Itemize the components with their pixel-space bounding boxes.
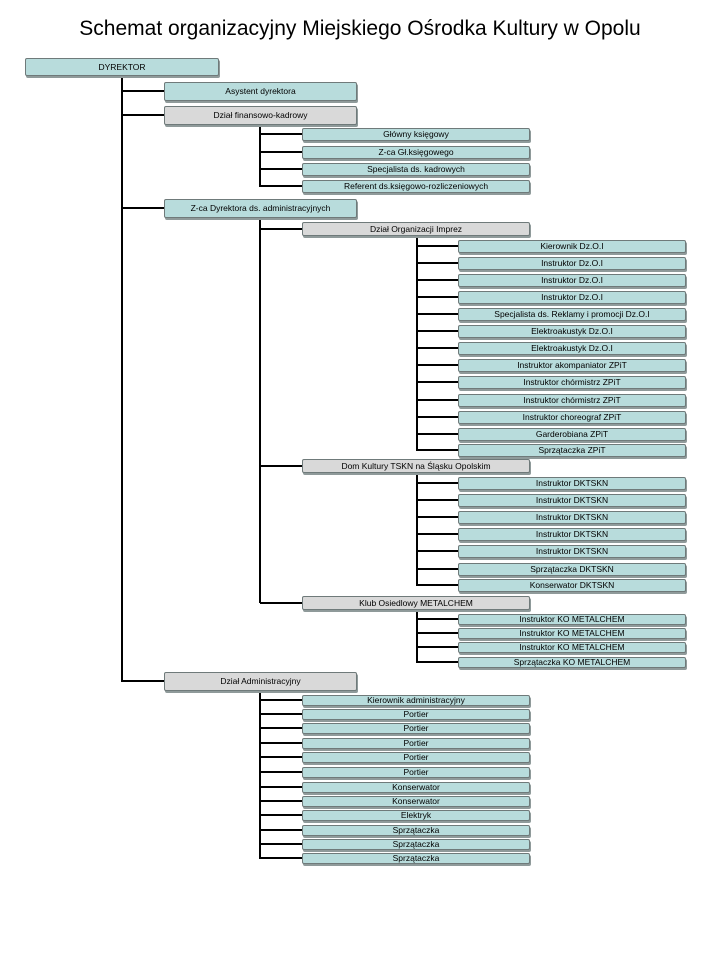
- node-zca-dyr-label: Z-ca Dyrektora ds. administracyjnych: [190, 203, 331, 213]
- node-dzial-fin-label: Dział finansowo-kadrowy: [213, 110, 308, 120]
- adm-child-label: Sprzątaczka: [392, 839, 440, 849]
- adm-child: Konserwator: [302, 782, 530, 793]
- org-child: Sprzątaczka ZPiT: [458, 444, 686, 457]
- adm-child-label: Portier: [403, 709, 429, 719]
- node-asystent: Asystent dyrektora: [164, 82, 357, 101]
- dk-child: Instruktor DKTSKN: [458, 511, 686, 524]
- dk-child-label: Instruktor DKTSKN: [535, 478, 609, 488]
- org-child: Instruktor akompaniator ZPiT: [458, 359, 686, 372]
- org-child: Garderobiana ZPiT: [458, 428, 686, 441]
- node-asystent-label: Asystent dyrektora: [225, 86, 296, 96]
- org-child: Instruktor Dz.O.I: [458, 291, 686, 304]
- org-child: Instruktor chórmistrz ZPiT: [458, 394, 686, 407]
- dk-child-label: Instruktor DKTSKN: [535, 495, 609, 505]
- adm-child: Portier: [302, 723, 530, 734]
- node-dom-kultury: Dom Kultury TSKN na Śląsku Opolskim: [302, 459, 530, 473]
- node-dzial-org: Dział Organizacji Imprez: [302, 222, 530, 236]
- klub-child-label: Sprzątaczka KO METALCHEM: [513, 657, 631, 667]
- org-child: Kierownik Dz.O.I: [458, 240, 686, 253]
- dk-child: Konserwator DKTSKN: [458, 579, 686, 592]
- adm-child: Portier: [302, 767, 530, 778]
- fin-child: Specjalista ds. kadrowych: [302, 163, 530, 176]
- org-child-label: Instruktor chórmistrz ZPiT: [523, 377, 621, 387]
- org-child-label: Instruktor akompaniator ZPiT: [517, 360, 627, 370]
- klub-child-label: Instruktor KO METALCHEM: [519, 614, 625, 624]
- node-dyrektor-label: DYREKTOR: [98, 62, 146, 72]
- klub-child-label: Instruktor KO METALCHEM: [519, 628, 625, 638]
- node-dom-kultury-label: Dom Kultury TSKN na Śląsku Opolskim: [341, 461, 491, 471]
- dk-child: Sprzątaczka DKTSKN: [458, 563, 686, 576]
- fin-child-label: Specjalista ds. kadrowych: [367, 164, 465, 174]
- node-dyrektor: DYREKTOR: [25, 58, 219, 76]
- node-dzial-adm-label: Dział Administracyjny: [220, 676, 301, 686]
- adm-child: Sprzątaczka: [302, 853, 530, 864]
- org-child-label: Elektroakustyk Dz.O.I: [531, 326, 613, 336]
- org-child-label: Sprzątaczka ZPiT: [538, 445, 606, 455]
- org-child-label: Instruktor Dz.O.I: [541, 275, 603, 285]
- fin-child-label: Referent ds.księgowo-rozliczeniowych: [343, 181, 489, 191]
- dk-child-label: Konserwator DKTSKN: [529, 580, 615, 590]
- klub-child: Instruktor KO METALCHEM: [458, 614, 686, 625]
- adm-child-label: Portier: [403, 723, 429, 733]
- chart-title: Schemat organizacyjny Miejskiego Ośrodka…: [79, 17, 641, 40]
- adm-child-label: Sprzątaczka: [392, 853, 440, 863]
- org-child: Instruktor choreograf ZPiT: [458, 411, 686, 424]
- klub-child: Instruktor KO METALCHEM: [458, 642, 686, 653]
- dk-child-label: Instruktor DKTSKN: [535, 546, 609, 556]
- node-zca-dyr: Z-ca Dyrektora ds. administracyjnych: [164, 199, 357, 218]
- adm-child: Elektryk: [302, 810, 530, 821]
- fin-child: Główny księgowy: [302, 128, 530, 141]
- node-klub: Klub Osiedlowy METALCHEM: [302, 596, 530, 610]
- klub-child: Instruktor KO METALCHEM: [458, 628, 686, 639]
- adm-child-label: Sprzątaczka: [392, 825, 440, 835]
- adm-child: Sprzątaczka: [302, 839, 530, 850]
- adm-child: Sprzątaczka: [302, 825, 530, 836]
- org-child-label: Specjalista ds. Reklamy i promocji Dz.O.…: [494, 309, 650, 319]
- fin-child: Referent ds.księgowo-rozliczeniowych: [302, 180, 530, 193]
- org-child: Elektroakustyk Dz.O.I: [458, 342, 686, 355]
- dk-child: Instruktor DKTSKN: [458, 494, 686, 507]
- node-klub-label: Klub Osiedlowy METALCHEM: [359, 598, 473, 608]
- klub-child: Sprzątaczka KO METALCHEM: [458, 657, 686, 668]
- dk-child: Instruktor DKTSKN: [458, 477, 686, 490]
- fin-child-label: Z-ca Gł.księgowego: [378, 147, 454, 157]
- adm-child-label: Elektryk: [400, 810, 432, 820]
- adm-child-label: Konserwator: [392, 782, 440, 792]
- adm-child-label: Portier: [403, 767, 429, 777]
- adm-child: Kierownik administracyjny: [302, 695, 530, 706]
- org-child-label: Instruktor Dz.O.I: [541, 292, 603, 302]
- org-child-label: Instruktor choreograf ZPiT: [522, 412, 622, 422]
- adm-child: Portier: [302, 752, 530, 763]
- dk-child-label: Instruktor DKTSKN: [535, 529, 609, 539]
- dk-child-label: Sprzątaczka DKTSKN: [530, 564, 614, 574]
- dk-child: Instruktor DKTSKN: [458, 545, 686, 558]
- adm-child: Konserwator: [302, 796, 530, 807]
- org-child-label: Instruktor chórmistrz ZPiT: [523, 395, 621, 405]
- adm-child-label: Portier: [403, 738, 429, 748]
- org-child-label: Kierownik Dz.O.I: [540, 241, 604, 251]
- adm-child: Portier: [302, 738, 530, 749]
- org-child-label: Garderobiana ZPiT: [535, 429, 609, 439]
- fin-child: Z-ca Gł.księgowego: [302, 146, 530, 159]
- org-child: Specjalista ds. Reklamy i promocji Dz.O.…: [458, 308, 686, 321]
- node-dzial-adm: Dział Administracyjny: [164, 672, 357, 691]
- node-dzial-fin: Dział finansowo-kadrowy: [164, 106, 357, 125]
- dk-child: Instruktor DKTSKN: [458, 528, 686, 541]
- org-child: Instruktor chórmistrz ZPiT: [458, 376, 686, 389]
- adm-child: Portier: [302, 709, 530, 720]
- dk-child-label: Instruktor DKTSKN: [535, 512, 609, 522]
- node-dzial-org-label: Dział Organizacji Imprez: [369, 224, 463, 234]
- adm-child-label: Kierownik administracyjny: [367, 695, 465, 705]
- org-child-label: Instruktor Dz.O.I: [541, 258, 603, 268]
- org-child: Instruktor Dz.O.I: [458, 274, 686, 287]
- org-child-label: Elektroakustyk Dz.O.I: [531, 343, 613, 353]
- org-child: Instruktor Dz.O.I: [458, 257, 686, 270]
- klub-child-label: Instruktor KO METALCHEM: [519, 642, 625, 652]
- org-child: Elektroakustyk Dz.O.I: [458, 325, 686, 338]
- adm-child-label: Portier: [403, 752, 429, 762]
- adm-child-label: Konserwator: [392, 796, 440, 806]
- fin-child-label: Główny księgowy: [383, 129, 449, 139]
